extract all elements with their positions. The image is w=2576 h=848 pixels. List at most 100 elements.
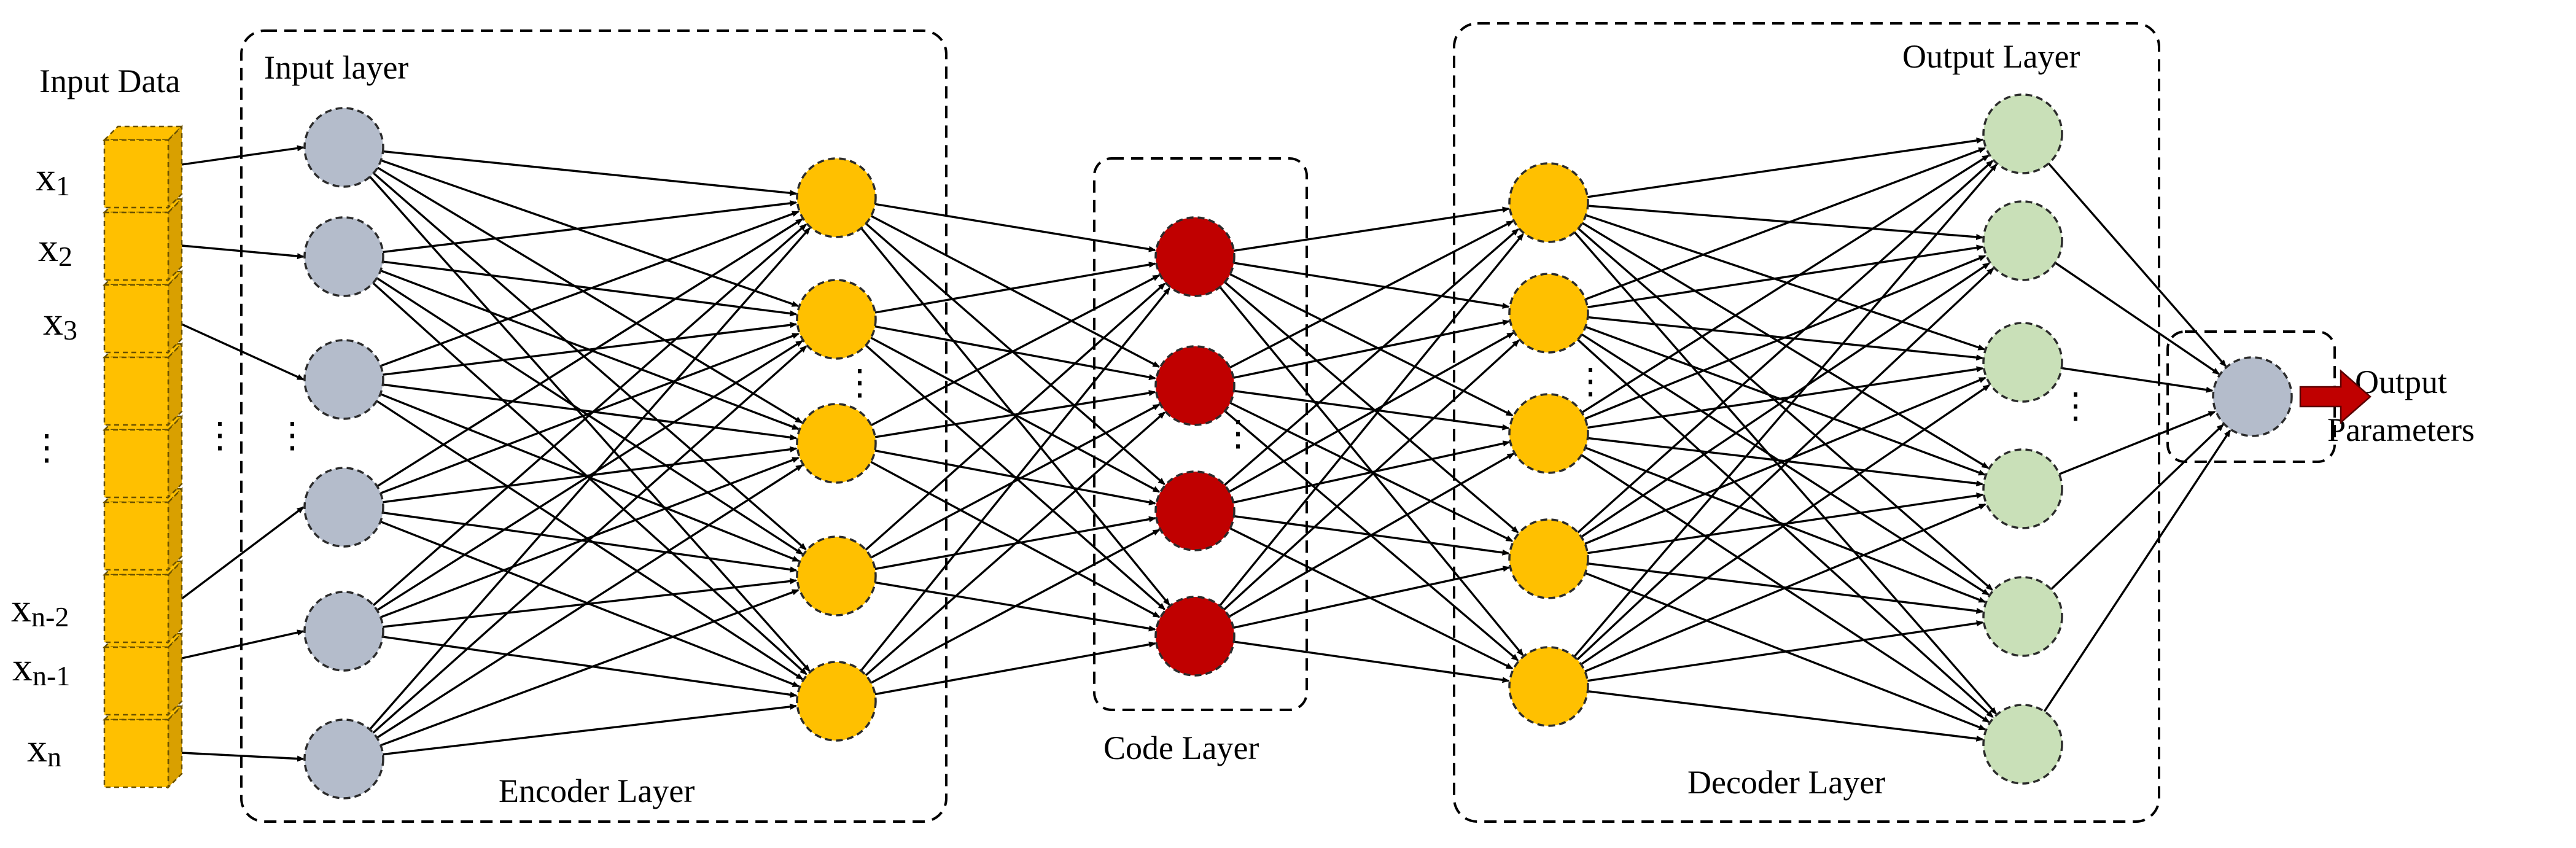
neuron-code-3 — [1154, 470, 1235, 551]
neuron-output-6 — [1982, 704, 2063, 785]
ellipsis-encoder-hidden: ⋮ — [842, 362, 877, 402]
connection-input-2-to-encoder-hidden-2 — [383, 383, 798, 441]
connection-code-2-to-decoder-hidden-0 — [1224, 228, 1519, 486]
connection-decoder-hidden-4-to-output-1 — [1576, 267, 1994, 661]
input-cube-1 — [102, 124, 184, 210]
connection-decoder-hidden-0-to-output-0 — [1587, 137, 1984, 198]
connection-decoder-hidden-3-to-output-1 — [1581, 262, 1990, 538]
connection-encoder-hidden-3-to-code-0 — [865, 282, 1166, 551]
connection-encoder-hidden-4-to-code-0 — [860, 287, 1170, 672]
connection-decoder-hidden-4-to-output-4 — [1587, 620, 1984, 682]
connection-output-4-to-final-0 — [2050, 424, 2224, 590]
connection-input-0-to-encoder-hidden-3 — [373, 172, 807, 550]
connection-output-3-to-final-0 — [2058, 410, 2216, 475]
connection-input-4-to-encoder-hidden-4 — [383, 636, 798, 698]
neuron-input-1 — [303, 107, 384, 188]
input-label-x1: x1 — [36, 155, 70, 201]
neuron-output-3 — [1982, 322, 2063, 403]
ellipsis-input-stack: ⋮ — [202, 415, 238, 455]
input-arrow-1 — [181, 145, 305, 166]
code-layer-label: Code Layer — [1103, 729, 1259, 766]
connection-encoder-hidden-0-to-code-2 — [865, 222, 1165, 485]
neuron-encoder-hidden-1 — [796, 157, 877, 238]
connection-output-2-to-final-0 — [2061, 367, 2214, 393]
ellipsis-input-labels: ⋮ — [29, 427, 64, 467]
connection-decoder-hidden-2-to-output-2 — [1587, 366, 1984, 429]
input-label-x2: x2 — [38, 225, 72, 272]
connection-encoder-hidden-4-to-code-1 — [865, 411, 1165, 676]
connection-input-1-to-encoder-hidden-0 — [383, 200, 798, 254]
connection-input-4-to-encoder-hidden-3 — [383, 578, 798, 628]
connection-encoder-hidden-2-to-code-0 — [870, 274, 1161, 426]
connection-code-0-to-decoder-hidden-3 — [1224, 281, 1519, 534]
neuron-code-2 — [1154, 345, 1235, 426]
input-cube-5 — [102, 414, 184, 500]
output-parameters-label-line1: Output — [2355, 364, 2447, 400]
input-cube-3 — [102, 269, 184, 355]
neuron-input-2 — [303, 216, 384, 297]
connection-encoder-hidden-4-to-code-2 — [870, 529, 1161, 684]
connection-code-3-to-decoder-hidden-1 — [1223, 340, 1520, 611]
ellipsis-input-layer: ⋮ — [274, 415, 310, 455]
connection-input-5-to-encoder-hidden-4 — [383, 703, 798, 756]
connection-decoder-hidden-2-to-output-1 — [1584, 255, 1986, 420]
connection-input-4-to-encoder-hidden-1 — [376, 340, 803, 612]
code-box — [1093, 157, 1308, 711]
neuron-code-4 — [1154, 596, 1235, 677]
connection-input-2-to-encoder-hidden-1 — [383, 322, 798, 376]
neuron-output-4 — [1982, 448, 2063, 529]
ellipsis-output-layer: ⋮ — [2058, 386, 2093, 426]
connection-code-0-to-decoder-hidden-0 — [1234, 206, 1510, 252]
connection-input-3-to-encoder-hidden-0 — [376, 218, 803, 488]
connection-input-0-to-encoder-hidden-0 — [383, 150, 798, 196]
connection-input-0-to-encoder-hidden-1 — [380, 159, 800, 307]
neuron-encoder-hidden-4 — [796, 535, 877, 617]
input-label-x3: x3 — [43, 299, 77, 346]
connection-code-0-to-decoder-hidden-1 — [1233, 262, 1510, 309]
encoder-layer-label: Encoder Layer — [499, 772, 695, 809]
neuron-output-5 — [1982, 576, 2063, 657]
connection-input-0-to-encoder-hidden-2 — [376, 166, 803, 424]
input-cube-8 — [102, 631, 184, 717]
connection-encoder-hidden-0-to-code-0 — [874, 203, 1156, 252]
connection-output-1-to-final-0 — [2054, 262, 2220, 375]
input-label-xn-1: xn-1 — [12, 645, 70, 691]
neuron-final-1 — [2212, 356, 2293, 437]
neuron-input-4 — [303, 467, 384, 548]
input-data-stack — [102, 124, 184, 790]
connection-decoder-hidden-0-to-output-2 — [1586, 214, 1986, 351]
ellipsis-decoder-hidden: ⋮ — [1573, 361, 1608, 401]
decoder-layer-label: Decoder Layer — [1687, 764, 1885, 801]
input-arrow-3 — [181, 323, 305, 381]
decoder-box — [1453, 22, 2160, 823]
neuron-decoder-hidden-2 — [1508, 273, 1589, 354]
neuron-input-6 — [303, 718, 384, 799]
input-cube-2 — [102, 196, 184, 282]
connection-code-3-to-decoder-hidden-0 — [1219, 233, 1524, 607]
connection-code-3-to-decoder-hidden-3 — [1233, 566, 1511, 629]
neurons — [303, 93, 2293, 799]
input-arrow-2 — [181, 244, 305, 260]
connection-decoder-hidden-0-to-output-1 — [1587, 204, 1984, 240]
connection-decoder-hidden-4-to-output-3 — [1584, 503, 1986, 672]
connection-input-4-to-encoder-hidden-2 — [380, 456, 800, 618]
connection-encoder-hidden-1-to-code-0 — [874, 262, 1156, 314]
connection-decoder-hidden-1-to-output-0 — [1585, 147, 1986, 300]
connection-code-1-to-decoder-hidden-2 — [1234, 389, 1510, 430]
neuron-decoder-hidden-4 — [1508, 518, 1589, 599]
connection-code-3-to-decoder-hidden-4 — [1234, 640, 1510, 683]
input-arrow-6 — [181, 752, 305, 762]
connection-input-5-to-encoder-hidden-1 — [372, 345, 807, 734]
input-label-xn-2: xn-2 — [11, 586, 69, 632]
connection-decoder-hidden-3-to-output-0 — [1577, 160, 1994, 534]
connection-decoder-hidden-1-to-output-5 — [1577, 338, 1994, 718]
connection-output-0-to-final-0 — [2047, 163, 2227, 367]
neuron-input-3 — [303, 339, 384, 420]
connection-code-1-to-decoder-hidden-0 — [1229, 220, 1514, 369]
connection-decoder-hidden-0-to-output-5 — [1573, 231, 1997, 715]
input-arrow-5 — [181, 629, 305, 659]
input-cube-4 — [102, 341, 184, 427]
connection-encoder-hidden-1-to-code-1 — [874, 325, 1157, 381]
input-label-xn: xn — [27, 726, 61, 772]
